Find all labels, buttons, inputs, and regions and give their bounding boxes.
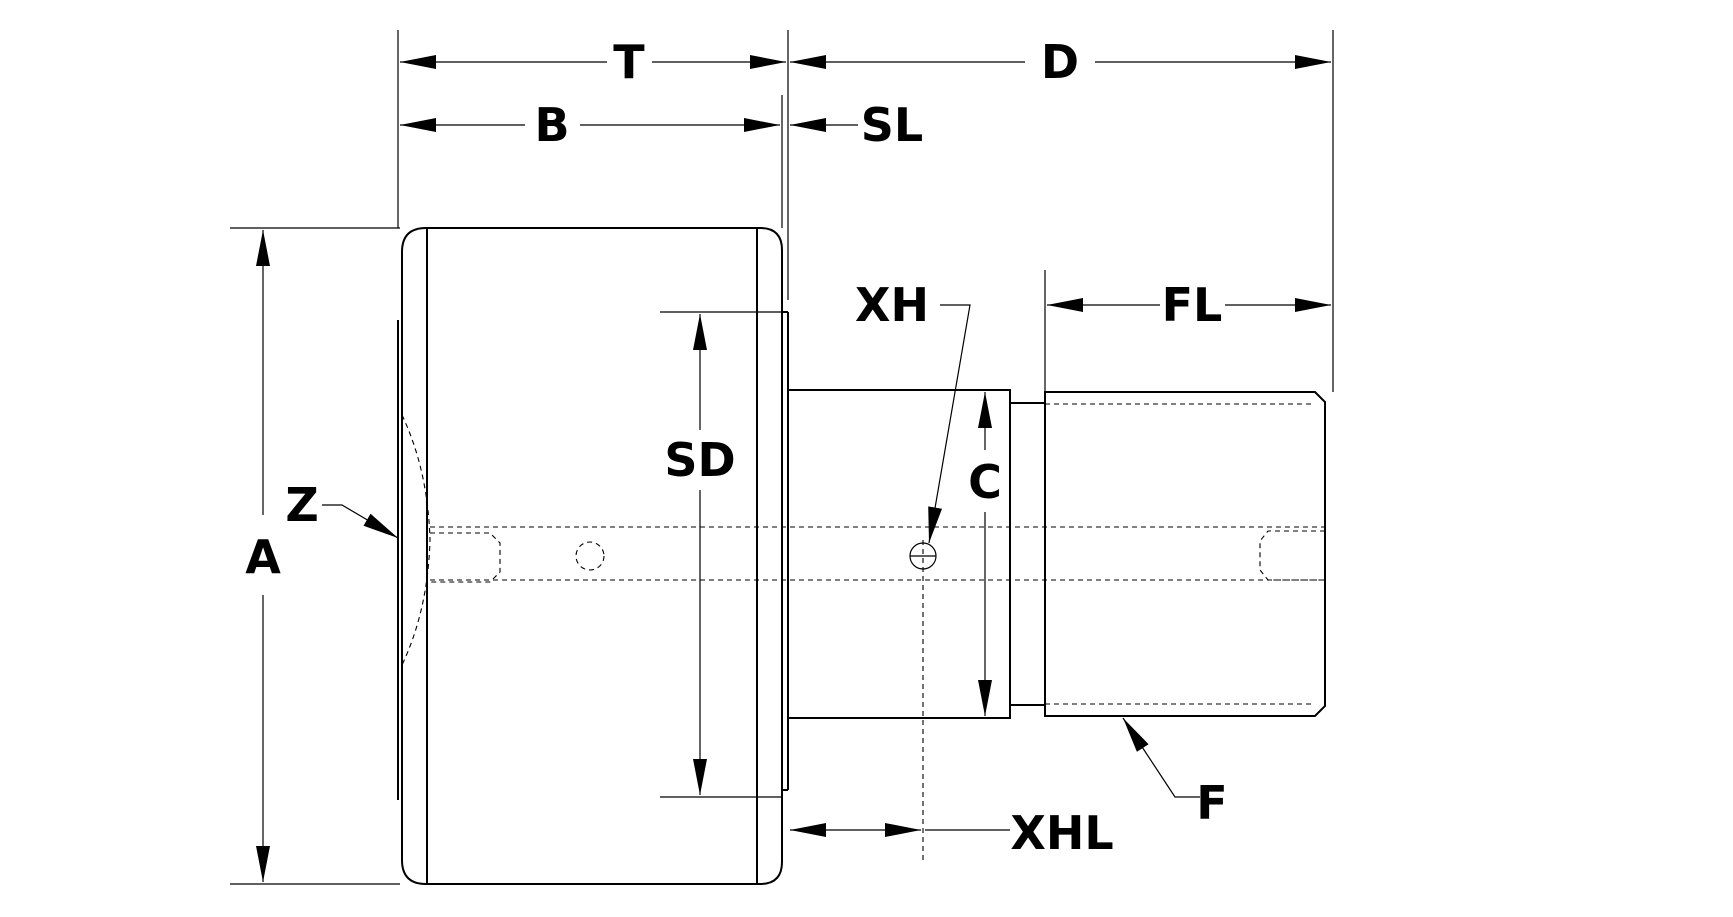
label-d: D bbox=[1041, 35, 1079, 89]
label-xhl: XHL bbox=[1010, 806, 1113, 860]
label-t: T bbox=[613, 35, 645, 89]
lube-passage bbox=[430, 526, 1325, 862]
label-z: Z bbox=[285, 478, 318, 532]
label-a: A bbox=[245, 530, 281, 584]
roller-body bbox=[397, 227, 783, 885]
label-xh: XH bbox=[855, 278, 929, 332]
leader-f bbox=[1122, 717, 1200, 798]
stud-shank bbox=[788, 389, 1046, 719]
label-b: B bbox=[534, 98, 569, 152]
label-c: C bbox=[968, 455, 1002, 509]
leader-xh bbox=[928, 304, 971, 544]
label-f: F bbox=[1196, 776, 1227, 830]
label-fl: FL bbox=[1162, 278, 1223, 332]
label-sd: SD bbox=[664, 433, 735, 487]
seal-plate bbox=[782, 311, 789, 791]
threaded-section bbox=[1044, 391, 1326, 717]
extension-lines bbox=[230, 30, 1334, 885]
leader-z bbox=[322, 504, 399, 539]
label-sl: SL bbox=[861, 98, 923, 152]
